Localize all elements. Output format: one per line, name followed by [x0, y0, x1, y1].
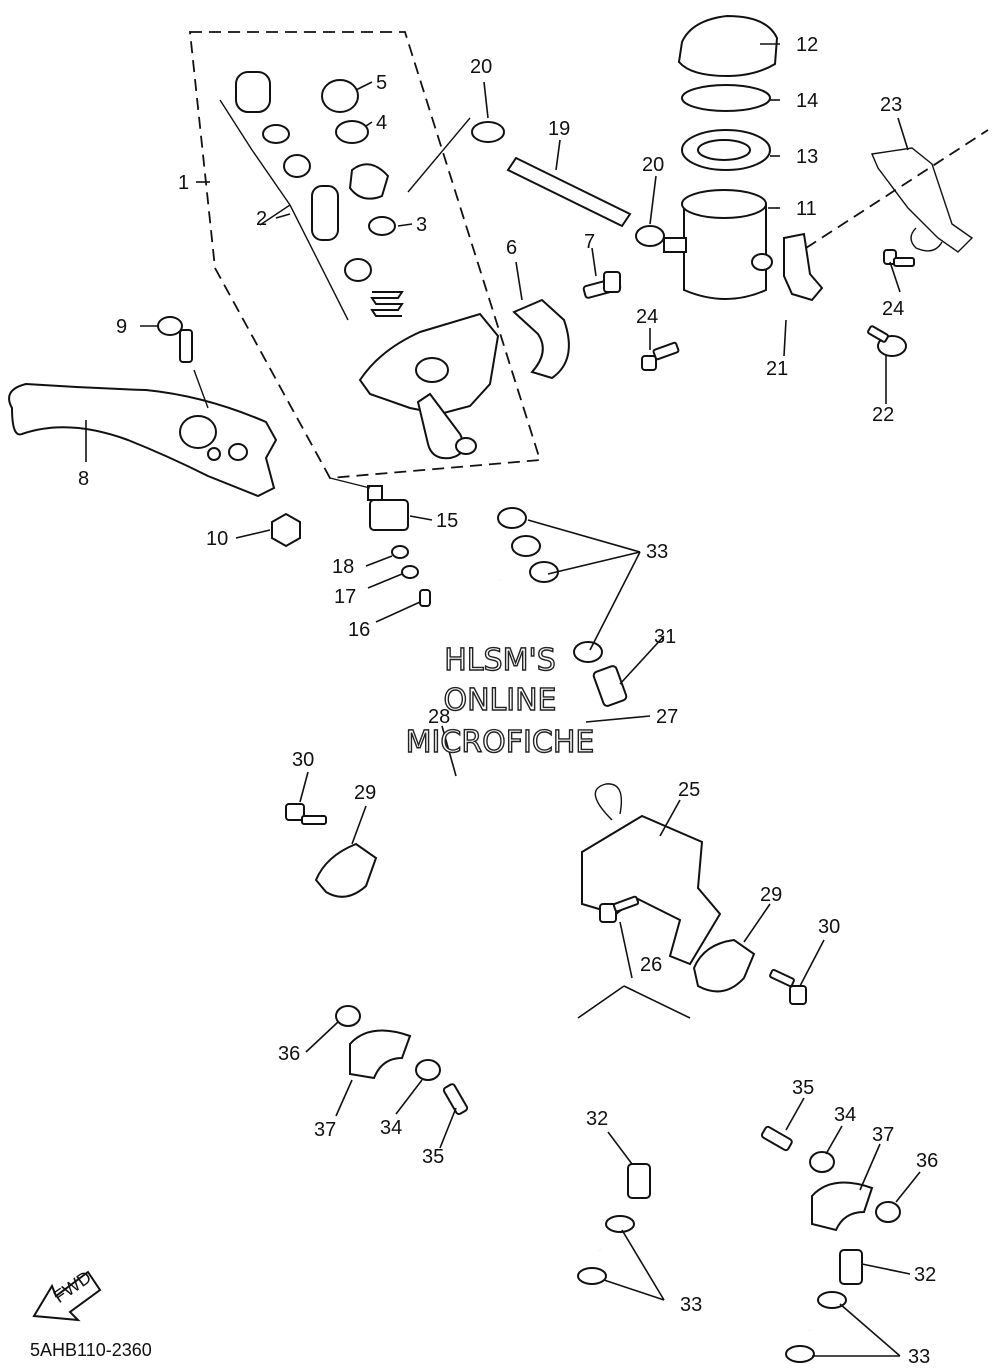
diagram-code: 5AHB110-2360 — [30, 1340, 152, 1360]
clamp-bolt — [285, 803, 327, 825]
hose-clip — [635, 225, 665, 247]
callout-24b: 24 — [882, 298, 904, 320]
callout-35b: 35 — [792, 1077, 814, 1099]
callout-17: 17 — [334, 586, 356, 608]
callout-15: 15 — [436, 510, 458, 532]
callout-37a: 37 — [314, 1119, 336, 1141]
callout-31: 31 — [654, 626, 676, 648]
hose-holder-bracket — [581, 814, 722, 966]
reservoir-assembly — [663, 14, 779, 300]
reservoir-bracket — [783, 232, 824, 302]
callout-27: 27 — [656, 706, 678, 728]
callout-11: 11 — [796, 198, 817, 220]
callout-35a: 35 — [422, 1146, 444, 1168]
clamp-part — [512, 298, 570, 380]
callout-6: 6 — [506, 237, 517, 259]
watermark-line-2: ONLINE — [443, 683, 556, 718]
screw — [641, 341, 680, 371]
callout-3: 3 — [416, 214, 427, 236]
pivot-bolt — [157, 316, 209, 409]
callout-14: 14 — [796, 90, 818, 112]
cover-cap — [321, 79, 396, 236]
callout-8: 8 — [78, 468, 89, 490]
callout-33a: 33 — [646, 541, 668, 563]
callout-4: 4 — [376, 112, 387, 134]
callout-16: 16 — [348, 619, 370, 641]
callout-7: 7 — [584, 231, 595, 253]
callout-23: 23 — [880, 94, 902, 116]
bracket-bolt — [599, 895, 640, 923]
clamp-bolt — [769, 968, 807, 1005]
callout-34b: 34 — [834, 1104, 856, 1126]
lever-nut — [271, 512, 301, 548]
brake-lever — [8, 382, 278, 498]
callout-20a: 20 — [470, 56, 492, 78]
callout-20b: 20 — [642, 154, 664, 176]
copper-washers-lower — [577, 1215, 847, 1363]
fwd-arrow-icon: FWD — [32, 1267, 102, 1322]
lower-clamp-left — [335, 1005, 469, 1116]
callout-26: 26 — [640, 954, 662, 976]
watermark-line-1: HLSM'S — [444, 643, 556, 678]
hose-clamp — [692, 938, 756, 993]
callout-30b: 30 — [818, 916, 840, 938]
brake-hose-left — [407, 578, 602, 1254]
brake-hose-right — [485, 599, 813, 1334]
callout-36a: 36 — [278, 1043, 300, 1065]
callout-21: 21 — [766, 358, 788, 380]
watermark: HLSM'S ONLINE MICROFICHE — [405, 642, 595, 760]
hose-clamp — [314, 842, 378, 898]
callout-32a: 32 — [586, 1108, 608, 1130]
master-cylinder-body — [358, 312, 500, 460]
callout-12: 12 — [796, 34, 818, 56]
banjo-bolt — [592, 665, 628, 707]
screw — [867, 325, 907, 357]
callout-18: 18 — [332, 556, 354, 578]
callout-19: 19 — [548, 118, 570, 140]
watermark-line-3: MICROFICHE — [406, 725, 595, 760]
callout-13: 13 — [796, 146, 818, 168]
callout-25: 25 — [678, 779, 700, 801]
leader-lines — [85, 43, 921, 1357]
clamp-bolt — [582, 271, 622, 299]
callout-32b: 32 — [914, 1264, 936, 1286]
piston-kit — [219, 71, 404, 321]
reservoir-hose — [506, 156, 632, 228]
hose-guide-bracket — [870, 147, 974, 253]
callout-28: 28 — [428, 706, 450, 728]
callout-1: 1 — [178, 172, 189, 194]
copper-washers — [497, 507, 603, 663]
callout-2: 2 — [256, 208, 267, 230]
callout-37b: 37 — [872, 1124, 894, 1146]
callout-labels: 12 14 13 11 5 4 3 1 2 20 19 20 6 7 23 21… — [78, 34, 938, 1368]
callout-5: 5 — [376, 72, 387, 94]
caliper-banjo-bolt — [627, 1163, 863, 1285]
brake-switch — [329, 477, 431, 607]
callout-30a: 30 — [292, 749, 314, 771]
callout-34a: 34 — [380, 1117, 402, 1139]
callout-33b: 33 — [680, 1294, 702, 1316]
hose-clip — [471, 121, 505, 143]
callout-33c: 33 — [908, 1346, 930, 1368]
callout-9: 9 — [116, 316, 127, 338]
callout-24a: 24 — [636, 306, 658, 328]
callout-10: 10 — [206, 528, 228, 550]
callout-36b: 36 — [916, 1150, 938, 1172]
lower-clamp-right — [760, 1125, 901, 1232]
callout-29b: 29 — [760, 884, 782, 906]
callout-29a: 29 — [354, 782, 376, 804]
assembly-outline — [188, 31, 542, 479]
screw — [883, 249, 915, 267]
callout-22: 22 — [872, 404, 894, 426]
